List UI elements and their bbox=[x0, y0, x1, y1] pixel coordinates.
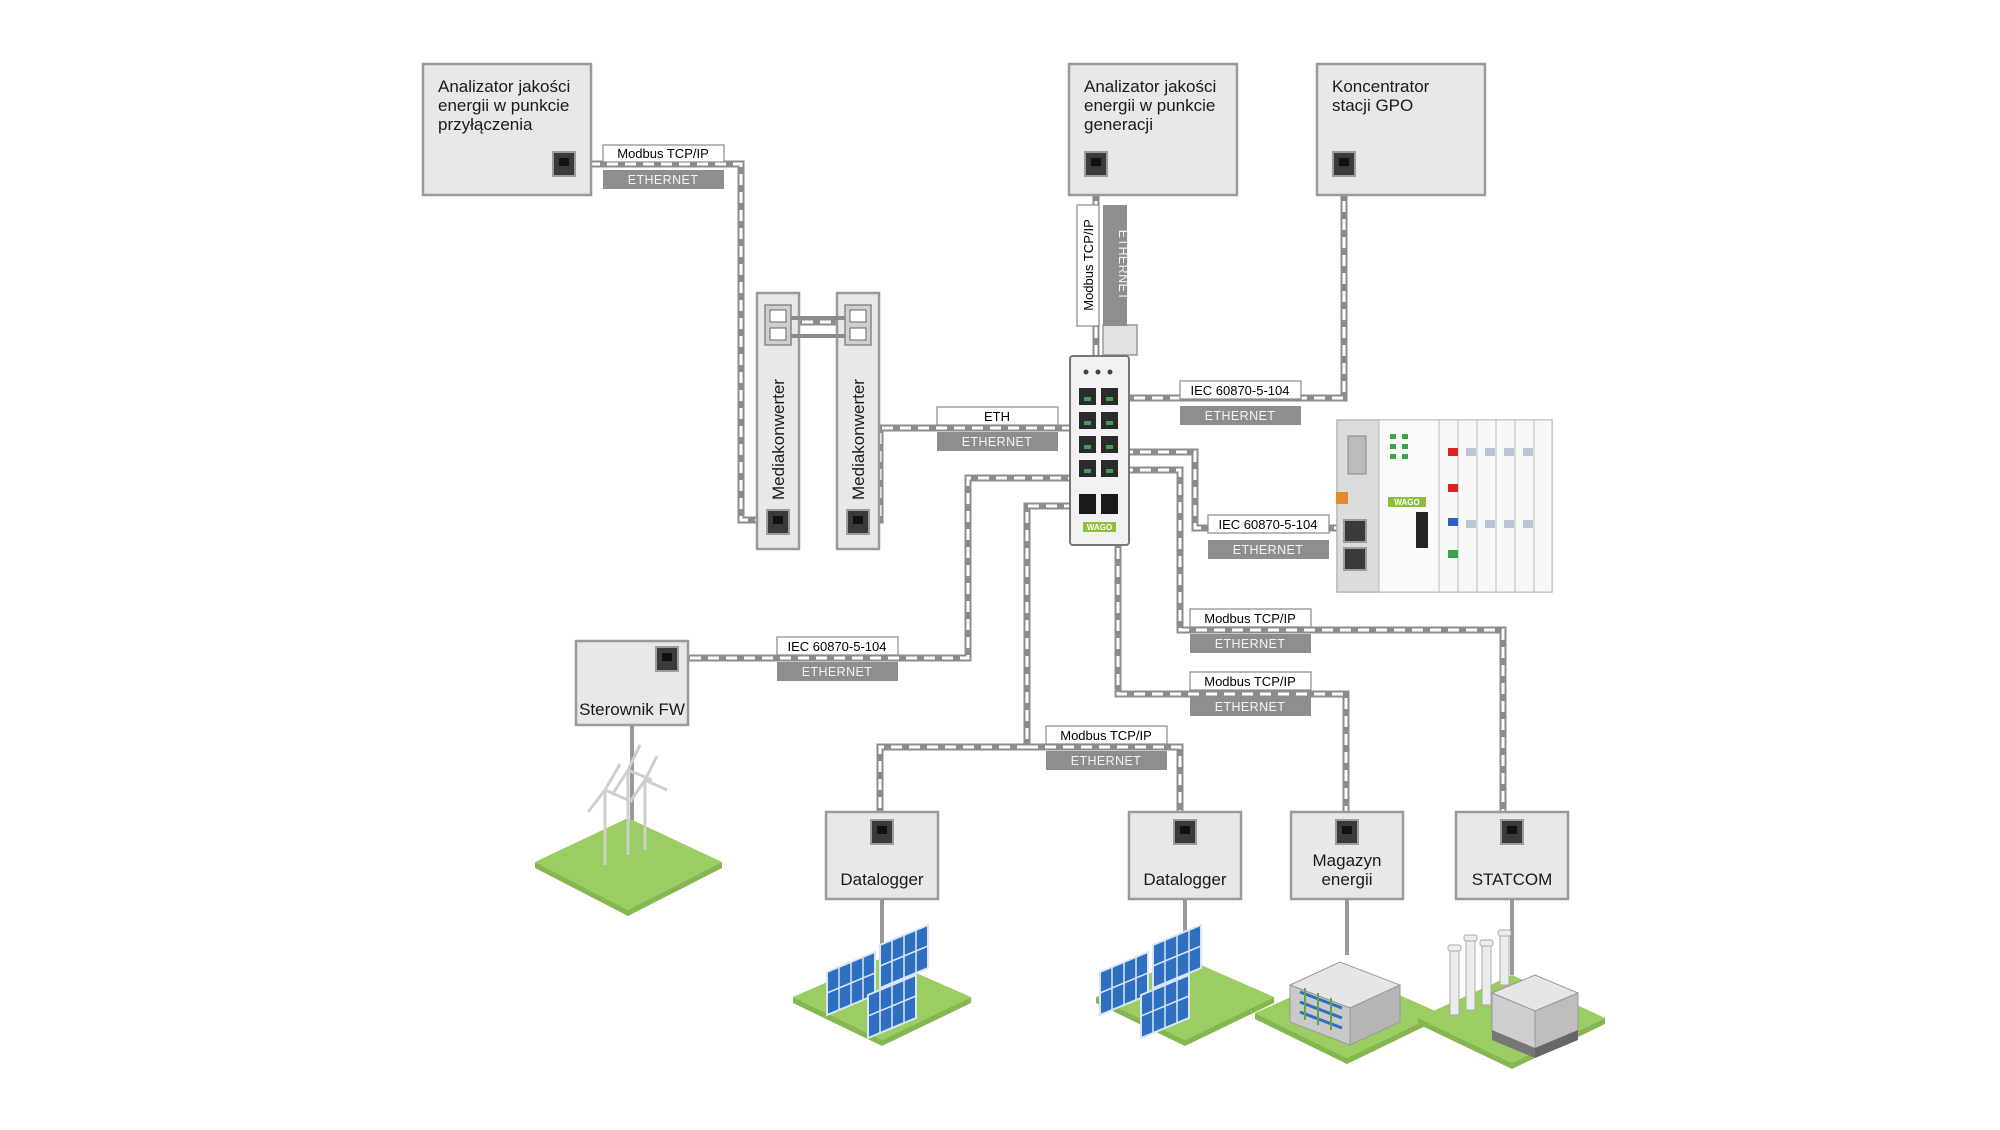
protocol-label: Modbus TCP/IP bbox=[1060, 728, 1152, 743]
plc-io-modules bbox=[1438, 419, 1553, 593]
medium-label: ETHERNET bbox=[1215, 700, 1286, 714]
medium-label: ETHERNET bbox=[1233, 543, 1304, 557]
medium-label: ETHERNET bbox=[802, 665, 873, 679]
device-label: Sterownik FW bbox=[579, 700, 685, 719]
plc-controller: WAGO bbox=[1336, 419, 1553, 593]
transformer-housing-icon bbox=[1490, 974, 1580, 1058]
label-fw-controller: IEC 60870-5-104 ETHERNET bbox=[776, 636, 899, 681]
cable-statcom bbox=[1122, 466, 1507, 820]
device-datalogger-1: Datalogger bbox=[824, 810, 940, 901]
solar-farm-illustration-1 bbox=[793, 899, 971, 1046]
device-label: Datalogger bbox=[840, 870, 924, 889]
device-label: Datalogger bbox=[1143, 870, 1227, 889]
label-media-converter: ETH ETHERNET bbox=[936, 406, 1059, 451]
protocol-label: Modbus TCP/IP bbox=[1204, 611, 1296, 626]
protocol-label: ETH bbox=[984, 409, 1010, 424]
cable-pq-connection bbox=[553, 160, 773, 524]
cable-fw-controller bbox=[672, 474, 1075, 662]
protocol-label: Modbus TCP/IP bbox=[1081, 219, 1096, 311]
device-media-converter-2: Mediakonwerter bbox=[835, 291, 881, 551]
switch-leds bbox=[1083, 369, 1113, 375]
device-media-converter-1: Mediakonwerter bbox=[755, 291, 801, 551]
ethernet-switch: WAGO bbox=[1069, 324, 1138, 546]
device-statcom: STATCOM bbox=[1454, 810, 1570, 901]
wind-turbine-icon bbox=[586, 744, 668, 865]
media-converter-label: Mediakonwerter bbox=[849, 379, 868, 500]
plc-leds bbox=[1390, 434, 1408, 459]
label-statcom: Modbus TCP/IP ETHERNET bbox=[1189, 608, 1312, 653]
solar-panel-icon bbox=[826, 923, 929, 1040]
label-pq-connection: Modbus TCP/IP ETHERNET bbox=[602, 144, 725, 189]
medium-label: ETHERNET bbox=[628, 173, 699, 187]
protocol-label: IEC 60870-5-104 bbox=[1218, 517, 1317, 532]
solar-farm-illustration-2 bbox=[1096, 899, 1274, 1046]
plc-brand: WAGO bbox=[1394, 498, 1419, 507]
label-gpo: IEC 60870-5-104 ETHERNET bbox=[1179, 380, 1302, 425]
switch-brand: WAGO bbox=[1087, 523, 1112, 532]
medium-label: ETHERNET bbox=[1205, 409, 1276, 423]
label-energy-storage: Modbus TCP/IP ETHERNET bbox=[1189, 671, 1312, 716]
cable-gpo bbox=[1122, 165, 1348, 402]
media-converter-label: Mediakonwerter bbox=[769, 379, 788, 500]
medium-label: ETHERNET bbox=[1116, 230, 1130, 301]
protocol-label: IEC 60870-5-104 bbox=[787, 639, 886, 654]
container-icon bbox=[1288, 961, 1402, 1046]
device-fw-controller: Sterownik FW bbox=[574, 639, 690, 727]
switch-ports bbox=[1079, 388, 1118, 514]
protocol-label: Modbus TCP/IP bbox=[617, 146, 709, 161]
wind-farm-illustration bbox=[535, 725, 722, 916]
device-datalogger-2: Datalogger bbox=[1127, 810, 1243, 901]
device-label: STATCOM bbox=[1472, 870, 1553, 889]
label-pq-generation: Modbus TCP/IP ETHERNET bbox=[1076, 204, 1130, 327]
protocol-label: IEC 60870-5-104 bbox=[1190, 383, 1289, 398]
statcom-illustration bbox=[1418, 899, 1605, 1069]
insulator-icon bbox=[1447, 929, 1512, 1016]
medium-label: ETHERNET bbox=[1071, 754, 1142, 768]
fiber-link bbox=[791, 316, 845, 338]
label-plc: IEC 60870-5-104 ETHERNET bbox=[1207, 514, 1330, 559]
medium-label: ETHERNET bbox=[962, 435, 1033, 449]
cable-dataloggers bbox=[876, 502, 1184, 820]
label-dataloggers: Modbus TCP/IP ETHERNET bbox=[1045, 725, 1168, 770]
energy-storage-illustration bbox=[1255, 899, 1440, 1064]
solar-panel-icon bbox=[1099, 923, 1202, 1040]
medium-label: ETHERNET bbox=[1215, 637, 1286, 651]
protocol-label: Modbus TCP/IP bbox=[1204, 674, 1296, 689]
